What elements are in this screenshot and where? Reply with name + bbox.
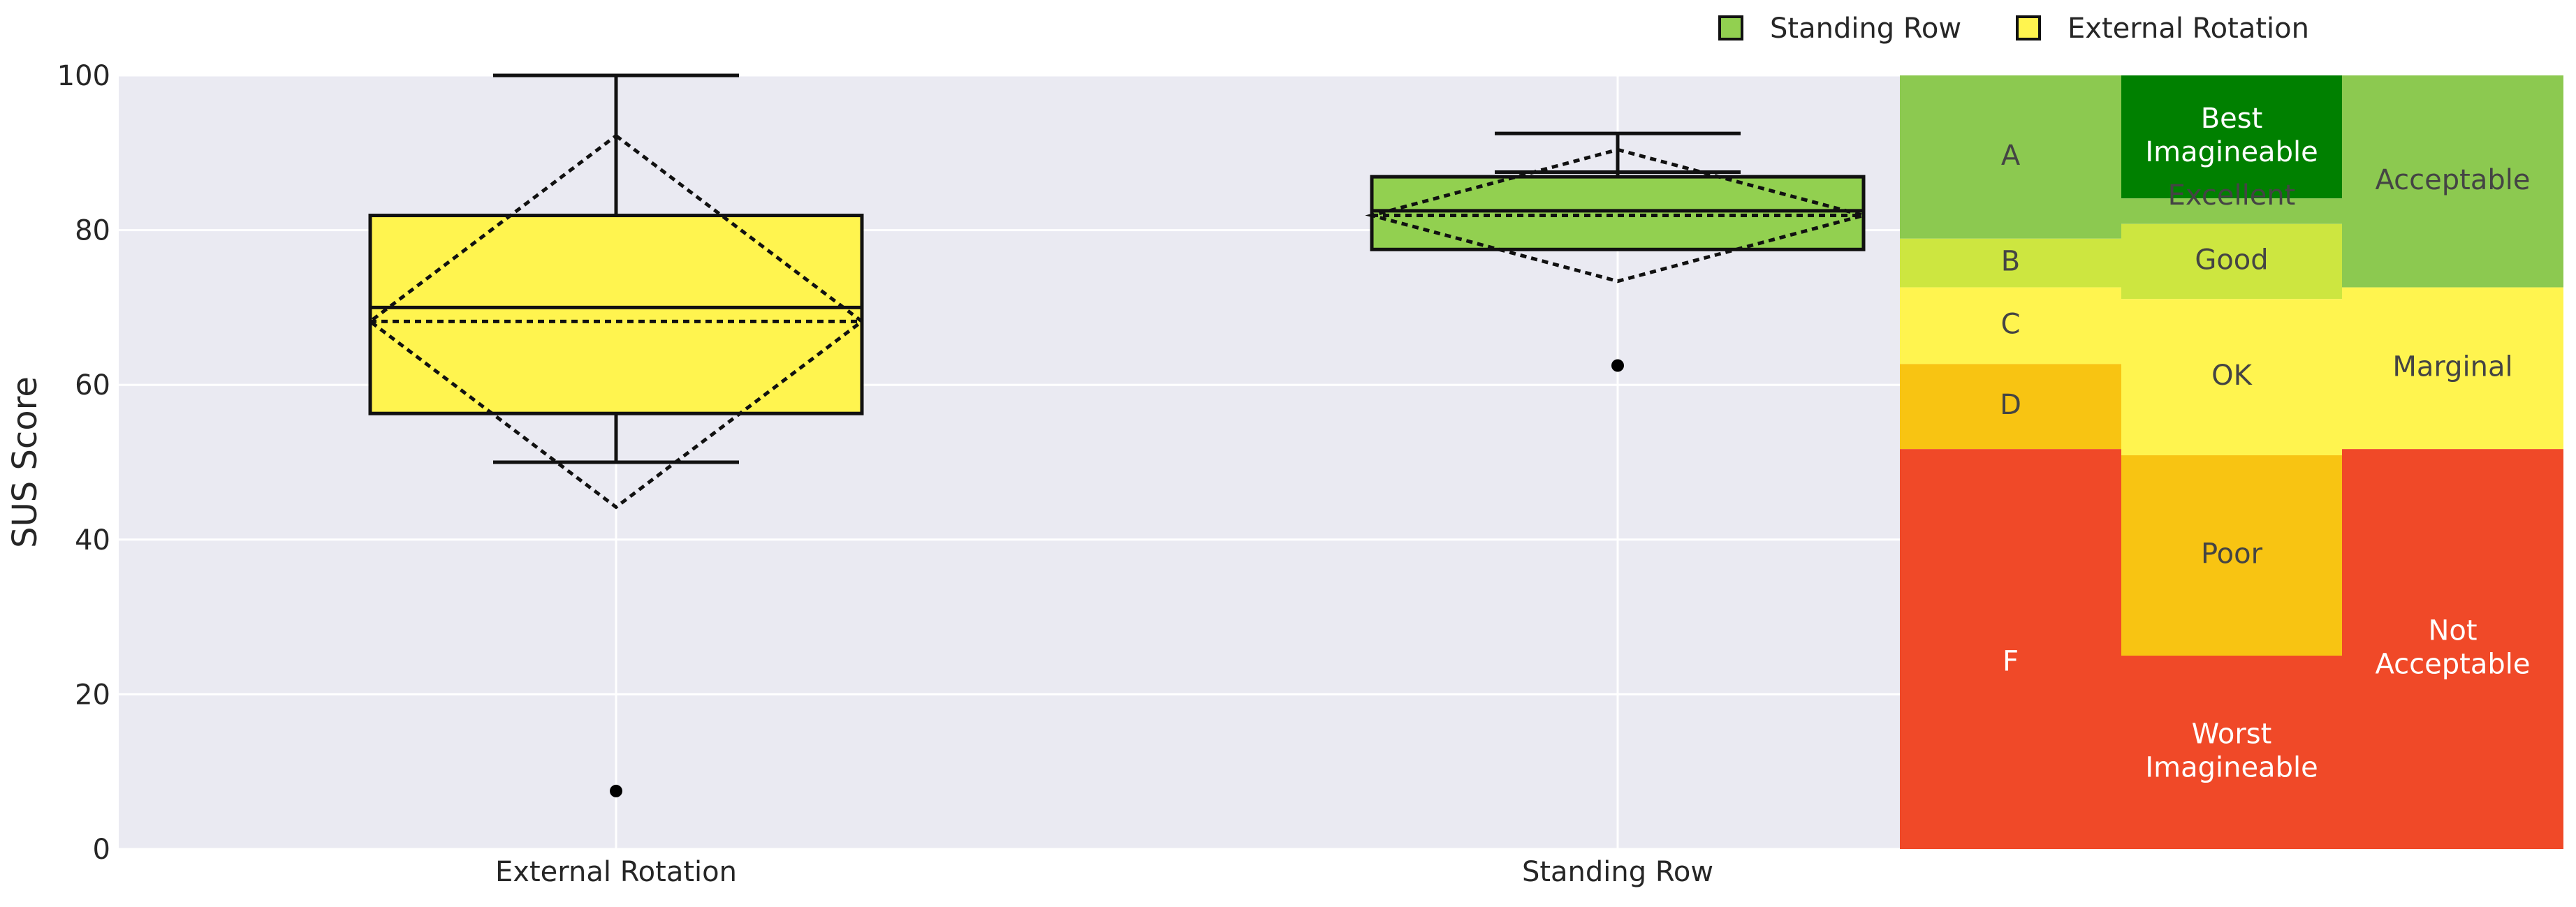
iqr-box [368,214,864,415]
legend-label: External Rotation [2068,13,2309,45]
legend: Standing Row External Rotation [1718,13,2309,45]
iqr-box [1370,175,1866,251]
x-tick-label: External Rotation [495,856,737,888]
band-grades [1900,75,2121,239]
band-grades [1900,364,2121,450]
band-grades [1900,449,2121,849]
legend-swatch [1718,15,1743,40]
band-label-adjectives: Excellent [2168,179,2296,212]
band-adjectives [2121,198,2342,224]
box-plots [367,73,1871,797]
axes: SUS Score [6,376,45,548]
y-tick-label: 20 [75,679,110,711]
band-label-acceptability: Marginal [2392,351,2512,383]
band-label-grades: B [2001,246,2020,278]
std-dev-diamond [367,133,865,510]
y-tick-label: 60 [75,369,110,401]
band-label-grades: D [2000,389,2021,421]
std-dev-diamond [1365,147,1871,283]
band-adjectives [2121,223,2342,300]
band-adjectives [2121,656,2342,849]
legend-label: Standing Row [1770,13,1961,45]
x-tick-label: Standing Row [1522,856,1713,888]
y-tick-label: 100 [57,60,110,92]
band-grades [1900,238,2121,288]
legend-swatch [2016,15,2041,40]
band-adjectives [2121,455,2342,656]
band-label-grades: C [2001,308,2021,340]
y-axis-label: SUS Score [6,376,45,548]
y-tick-label: 80 [75,215,110,247]
band-adjectives [2121,75,2342,199]
box-plot-1 [1365,131,1871,372]
band-acceptability [2342,75,2563,288]
outlier-point [610,784,622,797]
band-label-adjectives: Good [2195,244,2268,276]
y-tick-label: 0 [93,834,110,866]
outlier-point [1611,359,1624,372]
box-plot-0 [367,73,865,797]
band-label-acceptability: Acceptable [2376,164,2531,196]
band-grades [1900,287,2121,364]
band-acceptability [2342,449,2563,849]
band-acceptability [2342,287,2563,450]
band-adjectives [2121,299,2342,456]
band-label-grades: A [2001,140,2021,172]
band-label-grades: F [2003,646,2019,678]
band-label-adjectives: Poor [2201,538,2263,570]
y-tick-label: 40 [75,524,110,556]
band-label-adjectives: OK [2211,360,2253,392]
